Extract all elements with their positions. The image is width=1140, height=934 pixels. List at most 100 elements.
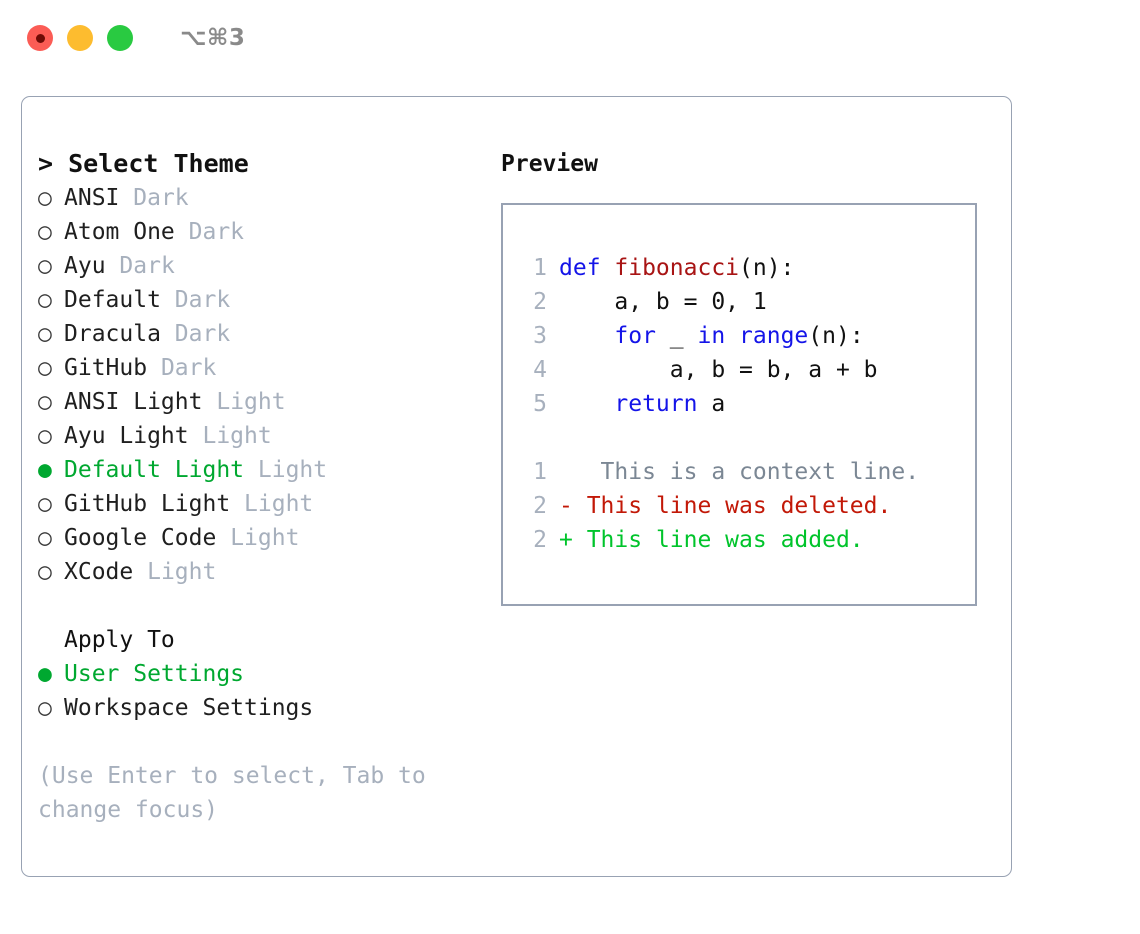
radio-icon[interactable]: ○	[38, 185, 52, 211]
code-token-keyword: return	[614, 391, 698, 417]
diff-text: This line was deleted.	[572, 493, 892, 519]
radio-icon[interactable]: ○	[38, 423, 52, 449]
theme-option-google-code[interactable]: ○Google Code Light	[38, 521, 498, 555]
apply-to-option-user-settings[interactable]: ● User Settings	[38, 657, 498, 691]
theme-variant-text: Dark	[174, 287, 231, 313]
theme-option-ansi-light[interactable]: ○ ANSI Light Light	[38, 385, 498, 419]
code-line: 1 def fibonacci(n):	[503, 251, 975, 285]
title-bar: ⌥⌘3	[0, 0, 1140, 76]
theme-variant-badge: Dark	[119, 181, 188, 215]
theme-variant-badge: Dark	[161, 317, 230, 351]
code-token-plain: (n):	[739, 255, 795, 281]
preview-title: Preview	[501, 151, 598, 177]
theme-variant-badge: Dark	[175, 215, 244, 249]
diff-sign	[559, 455, 573, 489]
code-token-keyword: def	[559, 255, 615, 281]
theme-option-default-light[interactable]: ● Default Light Light	[38, 453, 498, 487]
theme-option-atom-one-dark[interactable]: ○Atom One Dark	[38, 215, 498, 249]
radio-icon[interactable]: ○	[38, 287, 52, 313]
apply-to-option-label: User Settings	[64, 661, 245, 687]
code-token-plain: (n):	[808, 323, 864, 349]
radio-icon[interactable]: ○	[38, 355, 52, 381]
theme-selection-pane: > Select Theme ○ ANSI Dark ○Atom One Dark…	[38, 147, 498, 827]
diff-sign: +	[559, 527, 573, 553]
radio-icon-selected[interactable]: ●	[38, 457, 52, 483]
theme-variant-badge: Light	[202, 385, 285, 419]
radio-icon[interactable]: ○	[38, 219, 52, 245]
diff-line-context: 1 This is a context line.	[503, 455, 975, 489]
line-number: 2	[533, 493, 547, 519]
theme-option-label: ANSI	[64, 185, 120, 211]
diff-text: This line was added.	[572, 527, 864, 553]
theme-option-xcode[interactable]: ○XCode Light	[38, 555, 498, 589]
preview-spacer	[503, 421, 975, 455]
theme-option-label: GitHub Light	[64, 491, 231, 517]
code-token-builtin: range	[739, 323, 809, 349]
code-line: 3 for _ in range(n):	[503, 319, 975, 353]
theme-option-label: Ayu	[64, 253, 106, 279]
theme-option-ayu-light[interactable]: ○Ayu Light Light	[38, 419, 498, 453]
code-token-plain	[725, 319, 739, 353]
code-token-plain: a	[697, 391, 726, 417]
theme-variant-text: Dark	[119, 253, 175, 279]
theme-option-github-dark[interactable]: ○ GitHub Dark	[38, 351, 498, 385]
section-spacer	[38, 589, 498, 623]
code-token-plain	[559, 387, 614, 421]
theme-variant-badge: Light	[189, 419, 272, 453]
theme-variant-text: Light	[147, 559, 217, 585]
maximize-button[interactable]	[107, 25, 133, 51]
theme-option-github-light[interactable]: ○ GitHub Light Light	[38, 487, 498, 521]
radio-icon[interactable]: ○	[38, 695, 52, 721]
theme-variant-text: Dark	[174, 321, 231, 347]
caret-icon: >	[38, 149, 54, 178]
line-number: 2	[533, 527, 547, 553]
theme-option-ayu-dark[interactable]: ○ Ayu Dark	[38, 249, 498, 283]
theme-variant-text: Light	[244, 491, 314, 517]
code-line: 4 a, b = b, a + b	[503, 353, 975, 387]
code-token-function: fibonacci	[614, 255, 740, 281]
code-token-plain	[559, 319, 614, 353]
apply-to-option-workspace-settings[interactable]: ○ Workspace Settings	[38, 691, 498, 725]
diff-line-deleted: 2- This line was deleted.	[503, 489, 975, 523]
radio-icon[interactable]: ○	[38, 389, 52, 415]
code-token-keyword: in	[697, 323, 726, 349]
diff-sign: -	[559, 493, 573, 519]
page-title-text: Select Theme	[68, 149, 249, 178]
radio-icon[interactable]: ○	[38, 253, 52, 279]
theme-option-ansi-dark[interactable]: ○ ANSI Dark	[38, 181, 498, 215]
line-number: 1	[533, 255, 547, 281]
code-token-plain: a, b = b, a + b	[559, 357, 878, 383]
line-number: 1	[533, 459, 547, 485]
line-number: 3	[533, 323, 547, 349]
apply-to-option-label: Workspace Settings	[64, 695, 314, 721]
theme-option-label: ANSI Light	[64, 389, 203, 415]
radio-icon[interactable]: ○	[38, 559, 52, 585]
radio-icon[interactable]: ○	[38, 491, 52, 517]
close-button[interactable]	[27, 25, 53, 51]
theme-variant-badge: Light	[133, 555, 216, 589]
theme-option-label: GitHub	[64, 355, 148, 381]
theme-option-default-dark[interactable]: ○Default Dark	[38, 283, 498, 317]
keyboard-hint-text: (Use Enter to select, Tab to change focu…	[38, 763, 426, 823]
code-token-plain: a, b = 0, 1	[559, 289, 767, 315]
theme-variant-text: Light	[216, 389, 286, 415]
theme-option-label: Dracula	[64, 321, 161, 347]
theme-variant-badge: Light	[216, 521, 299, 555]
theme-variant-badge: Light	[244, 453, 327, 487]
radio-icon-selected[interactable]: ●	[38, 661, 52, 687]
theme-variant-badge: Dark	[147, 351, 216, 385]
theme-variant-text: Light	[202, 423, 272, 449]
theme-variant-text: Dark	[133, 185, 189, 211]
theme-option-label: Default Light	[64, 457, 245, 483]
theme-option-dracula-dark[interactable]: ○ Dracula Dark	[38, 317, 498, 351]
theme-variant-text: Light	[257, 457, 328, 483]
line-number: 4	[533, 357, 547, 383]
theme-option-list: ○ANSI Dark ○Atom One Dark ○Ayu Dark ○Def…	[38, 181, 498, 589]
minimize-button[interactable]	[67, 25, 93, 51]
theme-variant-badge: Dark	[161, 283, 230, 317]
radio-icon[interactable]: ○	[38, 525, 52, 551]
radio-icon[interactable]: ○	[38, 321, 52, 347]
